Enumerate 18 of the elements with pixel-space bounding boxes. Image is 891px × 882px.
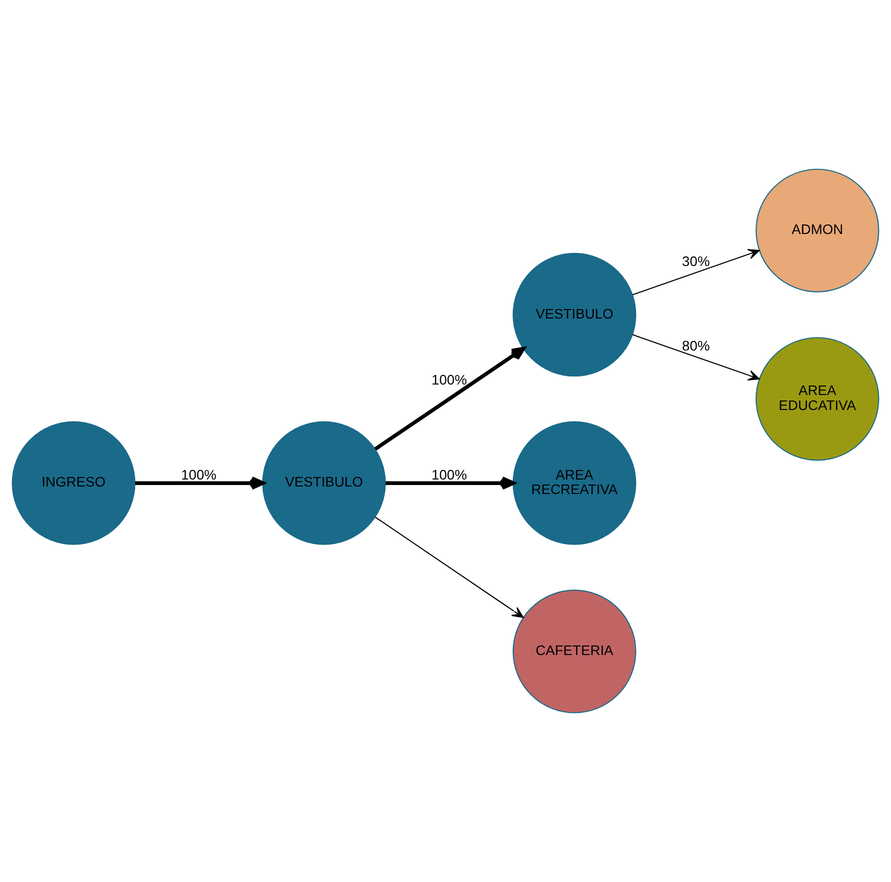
- edge-label: 80%: [682, 337, 710, 354]
- arrow: [375, 516, 524, 618]
- edge-label: 100%: [181, 466, 217, 482]
- node-circle: AREA RECREATIVA: [512, 421, 636, 545]
- arrow: [632, 248, 760, 296]
- node-circle: VESTIBULO: [262, 421, 386, 545]
- edge-label: 100%: [432, 371, 467, 388]
- edge-label: 100%: [432, 466, 467, 482]
- node-circle: AREA EDUCATIVA: [756, 337, 880, 461]
- node-circle: ADMON: [756, 168, 880, 292]
- arrow: [374, 346, 526, 451]
- node-circle: INGRESO: [12, 421, 136, 545]
- node-circle: CAFETERIA: [512, 590, 636, 714]
- arrow: [386, 476, 515, 490]
- arrow: [135, 476, 265, 490]
- node-circle: VESTIBULO: [512, 252, 636, 377]
- edge-label: 30%: [682, 253, 710, 270]
- arrow: [632, 334, 760, 380]
